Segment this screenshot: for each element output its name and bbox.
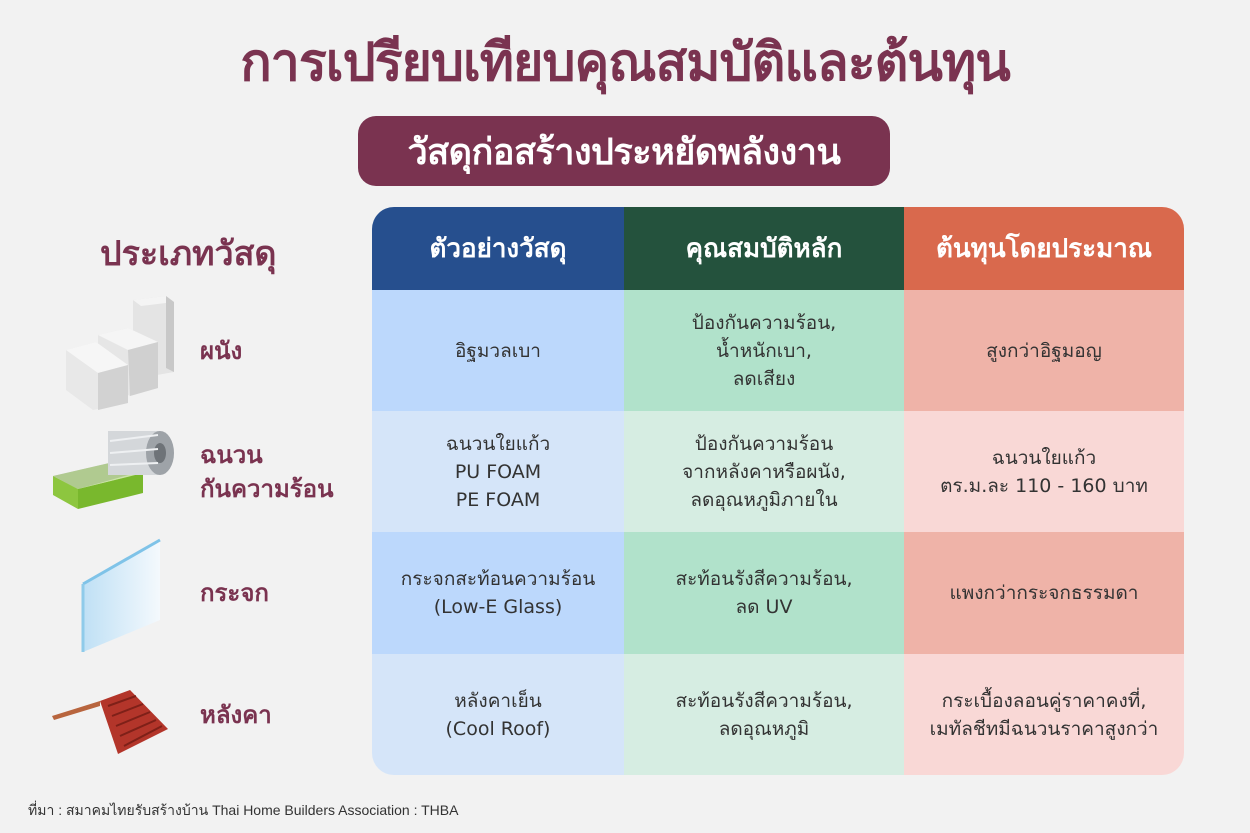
material-label-insulation: ฉนวน กันความร้อน xyxy=(200,440,334,503)
material-label-wall: ผนัง xyxy=(200,336,243,365)
cell-example-wall: อิฐมวลเบา xyxy=(372,290,624,411)
cell-example-insulation: ฉนวนใยแก้ว PU FOAM PE FOAM xyxy=(372,411,624,532)
material-type-heading: ประเภทวัสดุ xyxy=(100,234,277,274)
cell-example-roof: หลังคาเย็น (Cool Roof) xyxy=(372,654,624,775)
header-cost: ต้นทุนโดยประมาณ xyxy=(904,207,1184,290)
page-title: การเปรียบเทียบคุณสมบัติและต้นทุน xyxy=(240,33,1011,93)
insulation-roll-icon xyxy=(48,411,188,532)
cell-property-roof: สะท้อนรังสีความร้อน, ลดอุณหภูมิ xyxy=(624,654,904,775)
material-row-roof: หลังคา xyxy=(40,654,360,775)
cell-cost-insulation: ฉนวนใยแก้ว ตร.ม.ละ 110 - 160 บาท xyxy=(904,411,1184,532)
material-row-insulation: ฉนวน กันความร้อน xyxy=(40,411,360,532)
cell-property-insulation: ป้องกันความร้อน จากหลังคาหรือผนัง, ลดอุณ… xyxy=(624,411,904,532)
glass-pane-icon xyxy=(48,532,188,653)
cell-example-glass: กระจกสะท้อนความร้อน (Low-E Glass) xyxy=(372,532,624,654)
subtitle-text: วัสดุก่อสร้างประหยัดพลังงาน xyxy=(407,131,841,173)
cell-property-glass: สะท้อนรังสีความร้อน, ลด UV xyxy=(624,532,904,654)
subtitle-pill: วัสดุก่อสร้างประหยัดพลังงาน xyxy=(358,116,890,186)
material-label-glass: กระจก xyxy=(200,578,269,607)
cell-cost-wall: สูงกว่าอิฐมอญ xyxy=(904,290,1184,411)
roof-tile-icon xyxy=(48,654,188,775)
material-row-glass: กระจก xyxy=(40,532,360,653)
header-example: ตัวอย่างวัสดุ xyxy=(372,207,624,290)
cell-cost-roof: กระเบื้องลอนคู่ราคาคงที่, เมทัลชีทมีฉนวน… xyxy=(904,654,1184,775)
concrete-block-icon xyxy=(48,290,188,411)
source-citation: ที่มา : สมาคมไทยรับสร้างบ้าน Thai Home B… xyxy=(28,802,459,818)
comparison-table: ตัวอย่างวัสดุ คุณสมบัติหลัก ต้นทุนโดยประ… xyxy=(372,207,1184,775)
cell-cost-glass: แพงกว่ากระจกธรรมดา xyxy=(904,532,1184,654)
material-row-wall: ผนัง xyxy=(40,290,360,411)
header-property: คุณสมบัติหลัก xyxy=(624,207,904,290)
cell-property-wall: ป้องกันความร้อน, น้ำหนักเบา, ลดเสียง xyxy=(624,290,904,411)
material-label-roof: หลังคา xyxy=(200,700,272,729)
